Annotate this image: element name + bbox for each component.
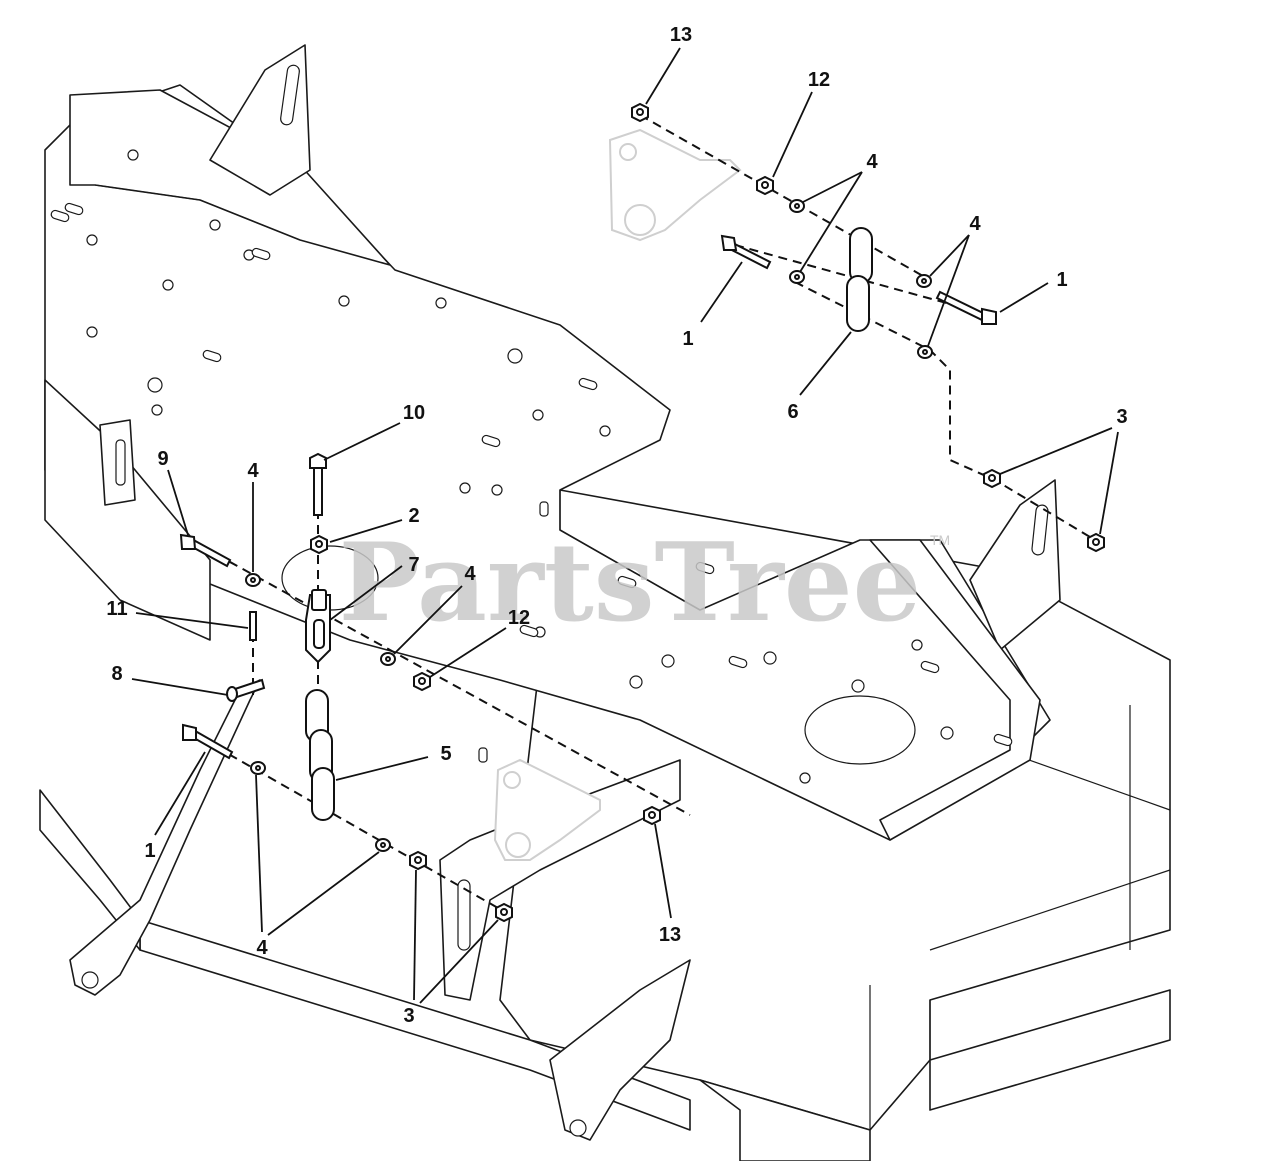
- watermark-text: PartsTree: [339, 520, 922, 646]
- callout-4-left: 4: [247, 460, 259, 482]
- callout-8: 8: [111, 663, 122, 685]
- callout-4-top: 4: [866, 151, 878, 173]
- callout-4-bottom: 4: [256, 937, 268, 959]
- hardware-upper: [631, 102, 1105, 553]
- callout-13-bottom: 13: [659, 924, 681, 946]
- callout-1-lower: 1: [144, 840, 155, 862]
- watermark: PartsTree TM: [339, 520, 951, 646]
- mower-deck: [39, 44, 1171, 1161]
- hardware-lower: [179, 452, 661, 923]
- leader-lines: [131, 47, 1119, 1004]
- callout-10: 10: [403, 402, 425, 424]
- callout-5: 5: [440, 743, 451, 765]
- callout-1-upper: 1: [682, 328, 693, 350]
- callout-12-mid: 12: [508, 607, 530, 629]
- callout-4-right: 4: [969, 213, 981, 235]
- callout-7: 7: [408, 554, 419, 576]
- callout-13-top: 13: [670, 24, 692, 46]
- callout-4-mid: 4: [464, 563, 476, 585]
- callout-6: 6: [787, 401, 798, 423]
- callout-9: 9: [157, 448, 168, 470]
- callout-11: 11: [106, 598, 127, 620]
- ghost-hitch-bracket-upper: [608, 128, 742, 242]
- callout-12-top: 12: [808, 69, 830, 91]
- callout-3-bottom: 3: [403, 1005, 414, 1027]
- callout-2: 2: [408, 505, 419, 527]
- deck-holes: [50, 149, 1013, 784]
- watermark-trademark: TM: [930, 532, 950, 548]
- ghost-hitch-bracket-lower: [493, 758, 601, 861]
- callout-labels: 13 12 4 4 1 1 6 3 10 9 4 2 7 4 12 11 8 5…: [106, 24, 1127, 1027]
- callout-1-right: 1: [1056, 269, 1067, 291]
- callout-3-right: 3: [1116, 406, 1127, 428]
